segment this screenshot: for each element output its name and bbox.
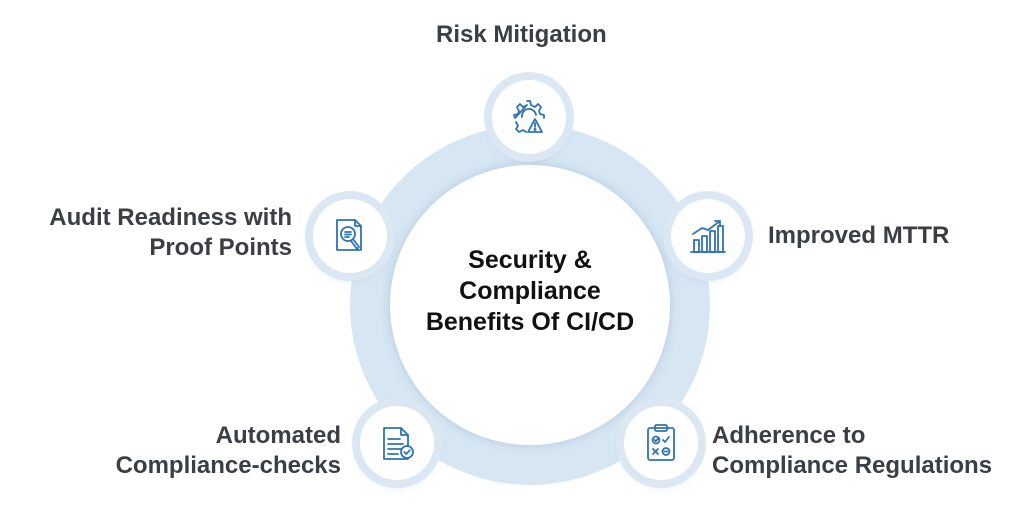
node-label-improved-mttr: Improved MTTR [768,222,950,249]
node-label-audit-readiness: Audit Readiness with Proof Points [49,204,292,261]
clipboard-checklist-icon [647,424,675,461]
bar-chart-growth-icon [690,220,726,253]
gear-warning-icon [513,100,545,133]
node-adherence [624,406,698,480]
node-automated-checks [360,406,434,480]
node-label-automated-checks: Automated Compliance-checks [115,422,341,479]
node-label-adherence: Adherence to Compliance Regulations [712,422,993,479]
center-circle [390,165,670,445]
center-title: Security & Compliance Benefits Of CI/CD [425,246,635,336]
node-risk-mitigation [492,80,566,154]
node-label-risk-mitigation: Risk Mitigation [436,21,607,48]
node-audit-readiness [313,199,387,273]
document-check-icon [383,427,414,460]
node-improved-mttr [671,199,745,273]
document-search-icon [336,219,362,251]
